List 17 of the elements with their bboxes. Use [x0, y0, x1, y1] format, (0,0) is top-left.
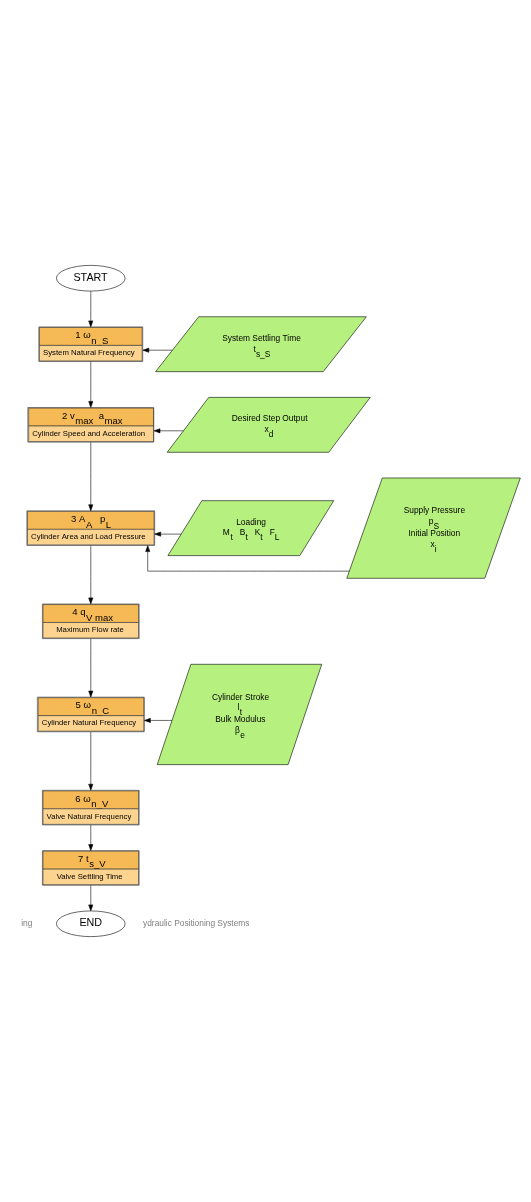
arrow	[88, 442, 94, 511]
node-ellipse: END	[56, 910, 126, 937]
arrow	[88, 731, 94, 791]
arrow	[145, 545, 350, 572]
arrow	[153, 428, 184, 434]
node-ellipse: START	[56, 265, 126, 292]
arrow	[154, 531, 182, 537]
arrow	[142, 347, 173, 353]
arrow	[88, 638, 94, 698]
arrow	[88, 361, 94, 408]
arrow	[88, 824, 94, 851]
label: ydraulic Positioning Systems	[143, 917, 250, 928]
arrow	[88, 885, 94, 912]
arrow	[88, 545, 94, 605]
arrow	[88, 290, 94, 328]
label: ing	[21, 917, 33, 928]
arrow	[144, 718, 173, 723]
